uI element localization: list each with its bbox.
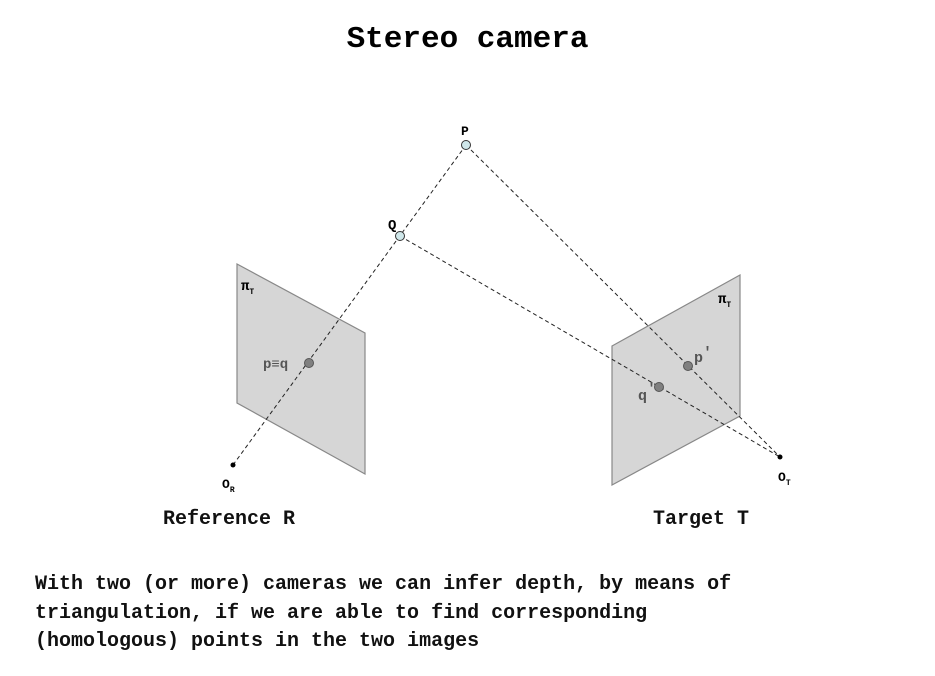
target-image-plane <box>611 273 741 487</box>
ray-P-OT <box>465 144 781 458</box>
label-q-prime: q' <box>638 381 656 405</box>
description-text: With two (or more) cameras we can infer … <box>35 573 732 653</box>
point-p-prime <box>683 361 693 371</box>
label-p-prime: p' <box>694 345 712 367</box>
label-pq: p≡q <box>263 357 288 373</box>
point-pq <box>304 358 314 368</box>
label-OR: OR <box>222 477 235 495</box>
prime-mark: ' <box>703 345 712 362</box>
label-OT: OT <box>778 470 791 488</box>
page-title: Stereo camera <box>346 22 589 57</box>
center-OR <box>230 462 236 468</box>
ray-OR-P <box>232 144 467 466</box>
center-OT <box>777 454 783 460</box>
point-P <box>461 140 471 150</box>
point-Q <box>395 231 405 241</box>
p-letter: p <box>694 350 703 367</box>
label-left-plane: πT <box>241 279 254 297</box>
label-Q: Q <box>388 218 396 234</box>
target-caption: Target T <box>653 508 750 531</box>
ray-Q-OT <box>399 235 781 458</box>
point-q-prime <box>654 382 664 392</box>
reference-image-plane <box>236 262 366 476</box>
label-right-plane: πT <box>718 292 731 310</box>
reference-caption: Reference R <box>163 508 296 531</box>
label-P: P <box>461 124 469 139</box>
prime-mark: ' <box>647 381 656 398</box>
q-letter: q <box>638 388 647 405</box>
